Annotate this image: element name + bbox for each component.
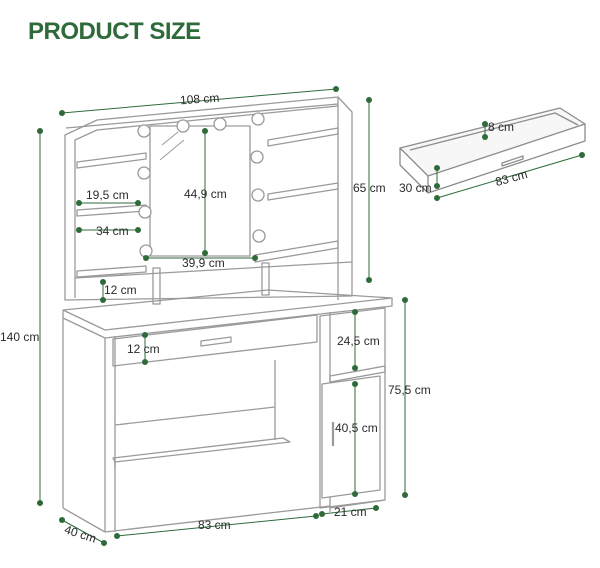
top-width-label: 108 cm — [179, 90, 220, 108]
hutch-left-shelf-low — [76, 265, 147, 278]
dimension-lines — [39, 88, 583, 544]
cabinet-width-label: 21 cm — [334, 505, 367, 519]
vanity-outline — [62, 96, 393, 533]
cabinet-shelf — [329, 365, 386, 383]
hutch-left-shelf-mid — [76, 204, 147, 217]
mirror-height-label: 44,9 cm — [184, 187, 227, 201]
page-title: PRODUCT SIZE — [28, 18, 201, 45]
cabinet-door — [321, 375, 381, 499]
top-height-label: 65 cm — [353, 181, 386, 195]
drawer-handle — [200, 336, 232, 347]
total-height-label: 140 cm — [0, 330, 40, 344]
door-height-label: 40,5 cm — [335, 421, 378, 435]
hutch-post-right — [261, 262, 270, 296]
dimension-endpoints — [37, 86, 585, 546]
hutch-right-shelf-low — [254, 240, 339, 263]
hutch-right-shelf-top — [267, 127, 339, 147]
drawer-box-depth-label: 30 cm — [399, 181, 432, 195]
desk-drawer-front — [112, 314, 318, 367]
shelf-height-label: 19,5 cm — [86, 188, 129, 202]
desk-low-shelf — [112, 437, 291, 463]
bulb-set — [137, 112, 266, 258]
mirror-width-label: 39,9 cm — [182, 256, 225, 270]
drawer-height-label: 12 cm — [127, 342, 160, 356]
hutch-gap-label: 12 cm — [104, 283, 137, 297]
desk-width-label: 83 cm — [198, 518, 231, 532]
hutch-post-left — [152, 267, 161, 305]
mirror — [149, 125, 251, 257]
shelf-depth-label: 34 cm — [96, 224, 129, 238]
drawer-box-outline — [399, 107, 586, 194]
desk-height-label: 75,5 cm — [388, 383, 431, 397]
drawer-box-height-label: 8 cm — [488, 120, 515, 134]
hutch-left-shelf-top — [76, 152, 147, 169]
hutch-right-shelf-mid — [267, 182, 339, 201]
cabinet-shelf-label: 24,5 cm — [337, 334, 380, 348]
